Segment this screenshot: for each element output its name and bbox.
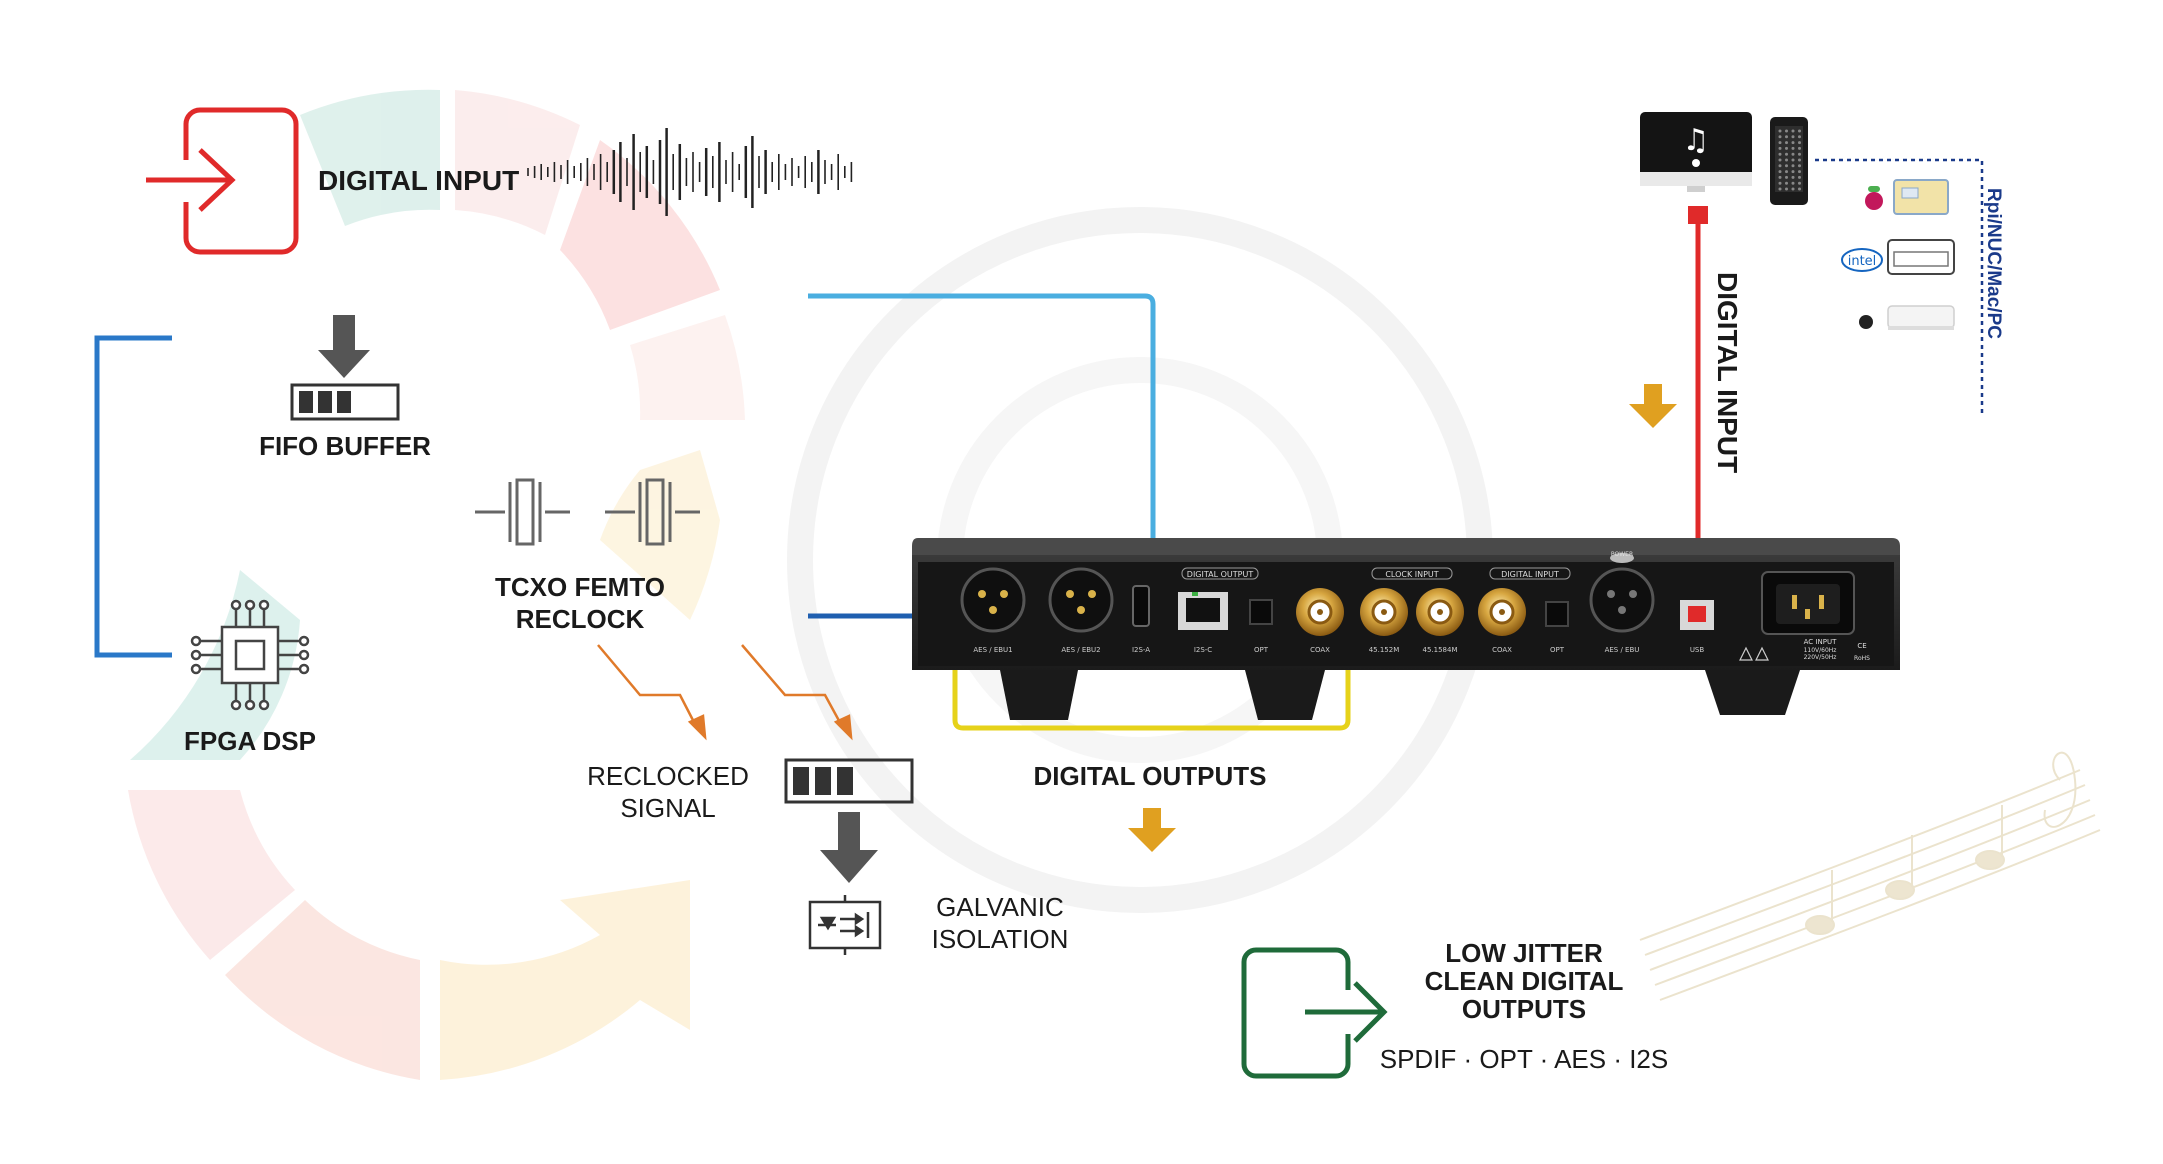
blue-connector-left [94,335,172,658]
output-arrow-icon [1241,947,1388,1079]
tower-pc-icon [1770,117,1808,205]
monitor-icon: ♫ [1640,112,1752,192]
red-usb-plug [1688,206,1708,224]
waveform-icon [527,128,853,216]
fpga-dsp-label: FPGA DSP [184,726,316,756]
reclock-arrows [597,644,853,741]
xlr-port-1 [960,567,1026,633]
intel-badge: intel [1848,254,1877,269]
ac-inlet [1761,571,1855,635]
tcxo-label-line1: TCXO FEMTO [495,572,665,602]
port-label: 45.1584M [1423,646,1458,654]
down-arrow-icon [1128,808,1176,852]
intel-nuc-icon: intel [1841,239,1955,275]
aes-in-port [1589,553,1655,633]
section-digital-input: DIGITAL INPUT [1501,570,1559,579]
blue-connector-left [94,335,172,658]
low-jitter-line3: OUTPUTS [1462,994,1586,1024]
digital-input-label: DIGITAL INPUT [318,165,519,196]
buffer-bar-icon [290,383,400,421]
galvanic-label-line2: ISOLATION [932,924,1069,954]
navy-dotted-bracket [1815,158,1984,415]
input-arrow-icon [146,107,299,255]
ddc-device [912,538,1900,720]
chip-icon [190,599,310,711]
section-digital-output: DIGITAL OUTPUT [1187,570,1254,579]
power-label: POWER [1611,551,1633,558]
optocoupler-icon [808,895,882,955]
mac-mini-icon [1859,305,1955,330]
down-arrow-icon [1629,384,1677,428]
port-label: AES / EBU1 [973,646,1012,654]
port-label: I2S-C [1194,646,1212,654]
tcxo-label-line2: RECLOCK [516,604,645,634]
fifo-buffer-label: FIFO BUFFER [259,431,431,461]
port-label: AES / EBU2 [1061,646,1100,654]
reclocked-label-line1: RECLOCKED [587,761,749,791]
xlr-port-2 [1048,567,1114,633]
low-jitter-line2: CLEAN DIGITAL [1425,966,1624,996]
svg-text:♫: ♫ [1683,123,1710,158]
clock-in-port-2 [1416,588,1464,636]
ac-input-spec-1: 110V/60Hz [1804,647,1837,654]
blue-connector-top [808,293,1156,540]
output-formats-label: SPDIF · OPT · AES · I2S [1380,1044,1668,1074]
coax-in-port [1478,588,1526,636]
raspberry-pi-icon [1865,179,1949,215]
digital-outputs-label: DIGITAL OUTPUTS [1033,761,1266,791]
music-notes-icon [1639,751,2101,1001]
usb-port [1680,600,1714,630]
section-clock-input: CLOCK INPUT [1385,570,1438,579]
coax-out-port [1296,588,1344,636]
buffer-bar-icon [784,758,914,804]
digital-input-vertical-label: DIGITAL INPUT [1712,272,1743,473]
port-label: I2S-A [1132,646,1150,654]
ac-input-spec-2: 220V/50Hz [1804,654,1837,661]
cert-rohs: RoHS [1854,655,1870,662]
down-arrow-icon [318,315,370,378]
optical-in-port [1545,601,1569,627]
clock-in-port-1 [1360,588,1408,636]
warning-icons [1739,646,1769,661]
port-label: OPT [1550,646,1565,654]
rj45-port [1178,592,1228,630]
crystal-oscillator-icon [475,478,700,546]
optical-port [1249,599,1273,625]
source-list-vertical-label: Rpi/NUC/Mac/PC [1983,188,2004,339]
port-label: COAX [1310,646,1330,654]
galvanic-label-line1: GALVANIC [936,892,1064,922]
down-arrow-icon [820,812,878,883]
yellow-output-loop [952,620,1351,731]
cert-ce: CE [1857,642,1866,650]
port-label: COAX [1492,646,1512,654]
port-label: USB [1690,646,1705,654]
port-label: AES / EBU [1605,646,1640,654]
process-ring [128,89,745,1080]
hdmi-port [1132,585,1150,627]
reclocked-label-line2: SIGNAL [620,793,715,823]
port-label: OPT [1254,646,1269,654]
port-label: 45.152M [1369,646,1400,654]
ac-input-label: AC INPUT [1804,638,1837,646]
low-jitter-line1: LOW JITTER [1445,938,1603,968]
